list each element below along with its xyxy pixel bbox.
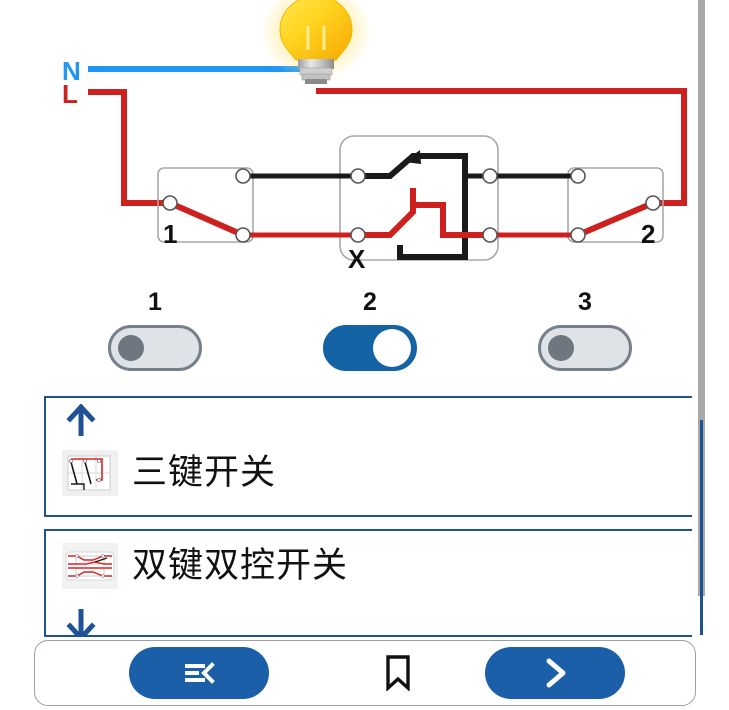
neutral-label: N [62, 56, 81, 86]
toggle-knob-3 [548, 335, 574, 361]
menu-collapse-icon [185, 662, 215, 684]
menu-button[interactable] [129, 647, 269, 699]
chevron-right-icon [546, 658, 566, 688]
list-item-content: 双键双控开关 [62, 543, 348, 589]
toggle-knob-2 [373, 329, 411, 367]
three-gang-switch-thumbnail [62, 450, 118, 496]
list-item-title: 双键双控开关 [132, 546, 349, 586]
toggle-cell-2: 2 [295, 288, 445, 371]
terminals [162, 168, 661, 243]
lamp-filament [306, 26, 326, 50]
toggle-label-3: 3 [578, 288, 592, 316]
diagram-list: 三键开关 [0, 392, 692, 637]
switch-x-label: X [348, 244, 366, 274]
next-button[interactable] [485, 647, 625, 699]
crossover-red-path [413, 202, 490, 238]
toggle-label-2: 2 [363, 288, 377, 316]
toggle-switch-3[interactable] [538, 325, 632, 371]
lamp-base-collar [298, 59, 334, 69]
scrollbar-thumb[interactable] [698, 0, 705, 596]
crossover-black-path [358, 153, 468, 260]
live-supply-wire [88, 89, 168, 206]
switch-1-label: 1 [163, 219, 177, 249]
lamp-bulb [279, 0, 353, 61]
bottom-toolbar [34, 640, 696, 706]
switch-2-label: 2 [641, 219, 655, 249]
toggle-cell-1: 1 [80, 288, 230, 371]
toggle-row: 1 2 3 [0, 288, 692, 388]
list-item-title: 三键开关 [132, 453, 277, 493]
crossover-red-lever [358, 188, 416, 238]
switch-2-lever [575, 200, 656, 238]
crossover-black-arrow [404, 150, 421, 164]
switch-1-lever [167, 200, 246, 238]
bookmark-button[interactable] [372, 647, 424, 699]
arrow-down-icon[interactable] [64, 607, 98, 637]
wiring-diagram: N L 1 X 2 [0, 0, 692, 290]
switch-box-2 [567, 167, 664, 243]
bookmark-icon [386, 655, 410, 691]
lamp-base-tip [305, 79, 327, 84]
list-item[interactable]: 三键开关 [44, 396, 692, 517]
list-item[interactable]: 双键双控开关 [44, 529, 692, 637]
toggle-cell-3: 3 [510, 288, 660, 371]
toggle-switch-2[interactable] [323, 325, 417, 371]
live-label: L [62, 79, 78, 109]
switch-box-1 [157, 167, 254, 243]
wiring-diagram-svg: N L 1 X 2 [62, 0, 687, 274]
scrollbar-accent [700, 420, 703, 635]
lamp-return-wire [316, 88, 687, 206]
list-item-content: 三键开关 [62, 450, 276, 496]
toggle-knob-1 [118, 335, 144, 361]
arrow-up-icon[interactable] [64, 404, 98, 438]
toggle-switch-1[interactable] [108, 325, 202, 371]
toggle-label-1: 1 [148, 288, 162, 316]
two-gang-two-way-switch-thumbnail [62, 543, 118, 589]
